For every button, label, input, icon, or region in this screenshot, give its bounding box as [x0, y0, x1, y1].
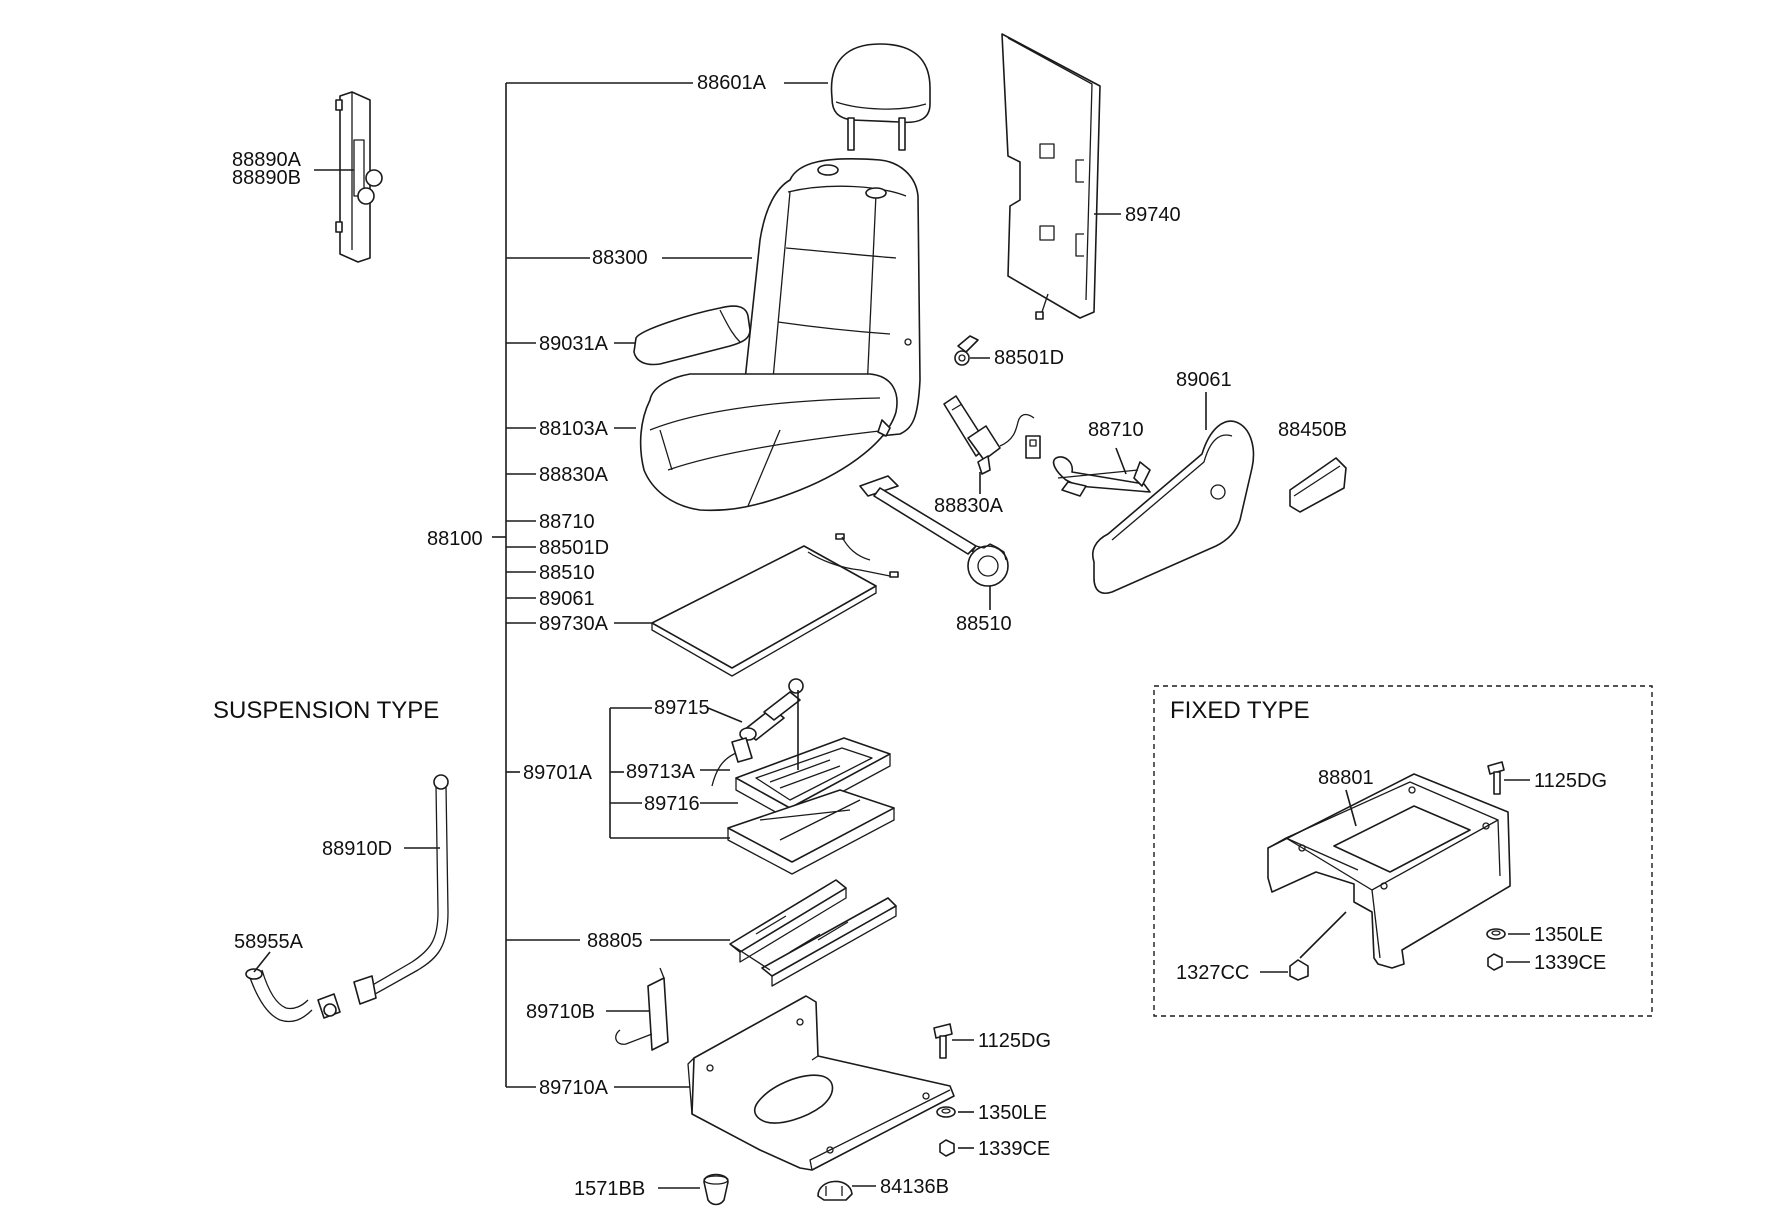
seat-heater-pad-part: [651, 533, 899, 677]
base-plate-part: [687, 995, 955, 1171]
recliner-knob-part: [859, 475, 1009, 610]
part-89710B: [606, 967, 669, 1051]
seatback-panel-part: [1001, 33, 1121, 320]
label-58955A: 58955A: [234, 931, 304, 953]
grommet-84136B: [817, 1180, 876, 1201]
seat-assembly-part: [633, 158, 921, 512]
label-89061: 89061: [1176, 369, 1232, 391]
label-88805: 88805: [587, 930, 643, 952]
label-89031A: 89031A: [539, 333, 609, 355]
label-89061-list: 89061: [539, 588, 595, 610]
part-88450B: [1289, 457, 1347, 513]
label-88710-list: 88710: [539, 511, 595, 533]
main-assembly-bracket: [492, 82, 693, 1088]
label-1125DG-b: 1125DG: [1534, 770, 1607, 792]
fixed-base-frame-part: [1267, 773, 1511, 969]
label-89713A: 89713A: [626, 761, 696, 783]
label-84136B: 84136B: [880, 1176, 949, 1198]
nut-1339CE-b: [1487, 953, 1530, 971]
label-88890A: 88890A: [232, 149, 302, 171]
suspension-mechanism-part: [609, 678, 895, 875]
seat-rails-part: [729, 879, 897, 987]
label-88890B: 88890B: [232, 167, 301, 189]
suspension-type-title: SUSPENSION TYPE: [213, 697, 439, 724]
label-89710B: 89710B: [526, 1001, 595, 1023]
washer-1350LE-a: [936, 1106, 974, 1118]
label-88910D: 88910D: [322, 838, 392, 860]
label-89730A: 89730A: [539, 613, 609, 635]
label-1125DG-a: 1125DG: [978, 1030, 1051, 1052]
label-89715: 89715: [654, 697, 710, 719]
nut-1327CC: [1260, 911, 1347, 981]
label-89716: 89716: [644, 793, 700, 815]
label-88100: 88100: [427, 528, 483, 550]
air-hose-part: [245, 774, 449, 1023]
nut-1339CE-a: [939, 1139, 974, 1157]
recliner-side-cover-part: [1092, 392, 1255, 594]
label-1350LE-b: 1350LE: [1534, 924, 1603, 946]
label-1571BB: 1571BB: [574, 1178, 645, 1200]
fixed-type-title: FIXED TYPE: [1170, 697, 1310, 724]
label-88801: 88801: [1318, 767, 1374, 789]
label-89740: 89740: [1125, 204, 1181, 226]
label-88300: 88300: [592, 247, 648, 269]
part-88501D: [954, 335, 990, 366]
part-88710: [1052, 447, 1151, 497]
label-89701A: 89701A: [523, 762, 593, 784]
seatbelt-buckle-part: [943, 395, 1041, 494]
label-88501D: 88501D: [994, 347, 1064, 369]
cap-1571BB: [658, 1173, 729, 1206]
label-1327CC: 1327CC: [1176, 962, 1249, 984]
label-88501D-list: 88501D: [539, 537, 609, 559]
side-rail-bracket-part: [314, 91, 383, 263]
headrest-part: [830, 43, 931, 151]
label-88601A: 88601A: [697, 72, 767, 94]
label-88510: 88510: [956, 613, 1012, 635]
label-88103A: 88103A: [539, 418, 609, 440]
label-88710: 88710: [1088, 419, 1144, 441]
label-89710A: 89710A: [539, 1077, 609, 1099]
bolt-1125DG-a: [933, 1023, 974, 1059]
label-1339CE-b: 1339CE: [1534, 952, 1606, 974]
washer-1350LE-b: [1486, 928, 1530, 940]
label-88450B: 88450B: [1278, 419, 1347, 441]
label-1339CE-a: 1339CE: [978, 1138, 1050, 1160]
label-88510-list: 88510: [539, 562, 595, 584]
label-1350LE-a: 1350LE: [978, 1102, 1047, 1124]
label-88830A-list: 88830A: [539, 464, 609, 486]
label-88830A: 88830A: [934, 495, 1004, 517]
bolt-1125DG-b: [1487, 761, 1530, 795]
